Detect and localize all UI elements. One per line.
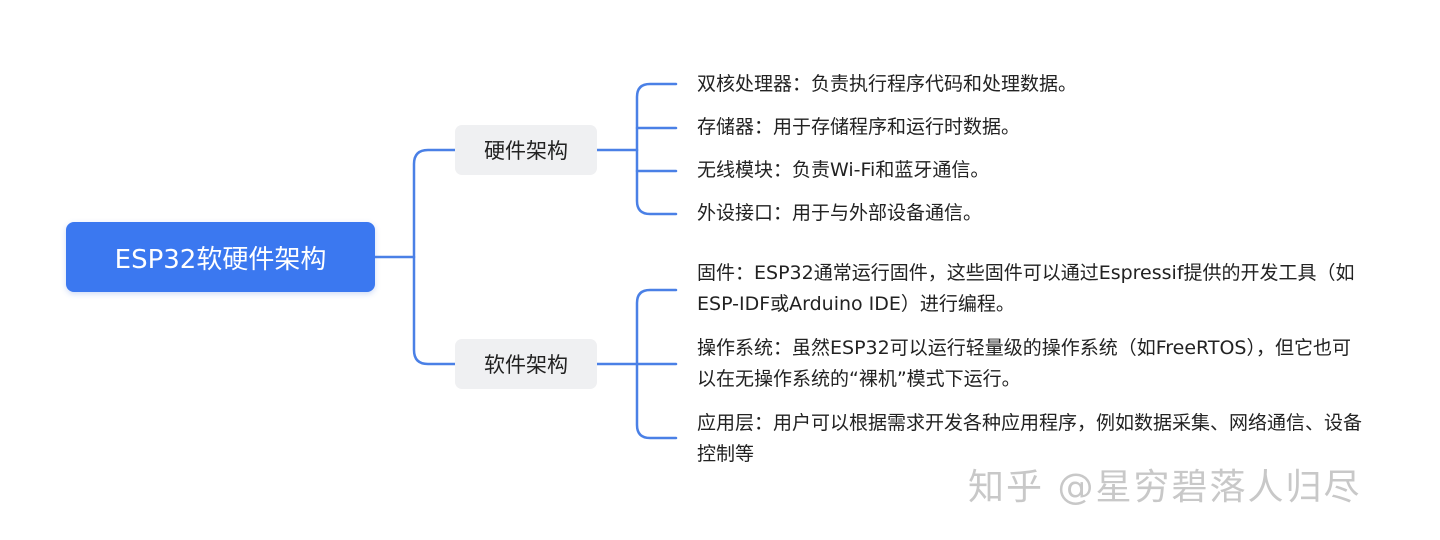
root-node[interactable]: ESP32软硬件架构 <box>66 222 375 292</box>
spine-root <box>412 148 457 366</box>
leaf-application-layer[interactable]: 应用层：用户可以根据需求开发各种应用程序，例如数据采集、网络通信、设备控制等 <box>697 412 1363 465</box>
leaf-wireless-module[interactable]: 无线模块：负责Wi-Fi和蓝牙通信。 <box>697 159 990 181</box>
leaf-peripheral-interface[interactable]: 外设接口：用于与外部设备通信。 <box>697 202 983 224</box>
watermark: 知乎 @星穷碧落人归尽 <box>968 467 1362 508</box>
leaf-dual-core-processor[interactable]: 双核处理器：负责执行程序代码和处理数据。 <box>697 73 1078 95</box>
leaf-operating-system[interactable]: 操作系统：虽然ESP32可以运行轻量级的操作系统（如FreeRTOS），但它也可… <box>697 337 1351 390</box>
hardware-spine <box>635 82 678 216</box>
branch-node-hardware[interactable]: 硬件架构 <box>455 125 597 175</box>
leaf-firmware[interactable]: 固件：ESP32通常运行固件，这些固件可以通过Espressif提供的开发工具（… <box>697 262 1355 315</box>
branch-node-software[interactable]: 软件架构 <box>455 339 597 389</box>
leaf-memory[interactable]: 存储器：用于存储程序和运行时数据。 <box>697 116 1021 138</box>
